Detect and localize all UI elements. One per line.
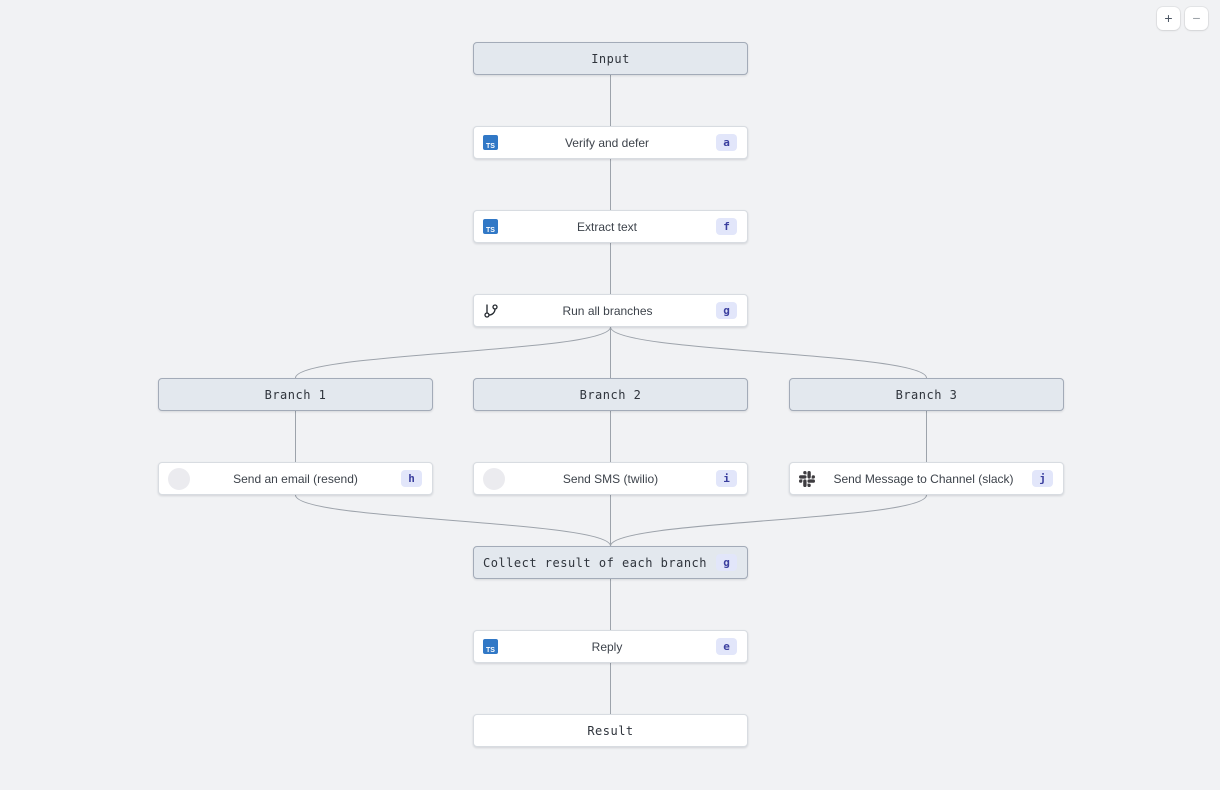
node-sms-label: Send SMS (twilio) <box>562 471 659 486</box>
node-slack-label: Send Message to Channel (slack) <box>833 471 1014 486</box>
git-branch-icon <box>483 303 499 319</box>
node-sms-badge: i <box>716 470 737 487</box>
node-reply-badge: e <box>716 638 737 655</box>
node-email-label: Send an email (resend) <box>233 471 358 486</box>
node-email-badge: h <box>401 470 422 487</box>
node-reply-label: Reply <box>591 639 623 654</box>
edge-run-branch1 <box>295 326 611 379</box>
node-result[interactable]: Result <box>473 714 748 747</box>
node-branch1-label: Branch 1 <box>264 387 327 402</box>
node-extract-label: Extract text <box>576 219 638 234</box>
node-branch-2[interactable]: Branch 2 <box>473 378 748 411</box>
node-collect-result[interactable]: Collect result of each branch g <box>473 546 748 579</box>
node-branch3-label: Branch 3 <box>895 387 958 402</box>
node-input[interactable]: Input <box>473 42 748 75</box>
node-extract-badge: f <box>716 218 737 235</box>
node-send-sms-twilio[interactable]: Send SMS (twilio) i <box>473 462 748 495</box>
zoom-in-button[interactable]: + <box>1157 7 1180 30</box>
node-collect-label: Collect result of each branch <box>482 555 707 570</box>
node-run-all-branches[interactable]: Run all branches g <box>473 294 748 327</box>
edge-run-branch3 <box>610 326 927 379</box>
typescript-icon: TS <box>483 135 498 150</box>
node-send-message-slack[interactable]: Send Message to Channel (slack) j <box>789 462 1064 495</box>
edge-email-collect <box>295 494 611 547</box>
typescript-icon: TS <box>483 639 498 654</box>
node-branch-3[interactable]: Branch 3 <box>789 378 1064 411</box>
node-input-label: Input <box>591 51 630 66</box>
edge-slack-collect <box>610 494 927 547</box>
node-branch2-label: Branch 2 <box>579 387 642 402</box>
zoom-controls: + − <box>1157 7 1208 30</box>
zoom-out-button[interactable]: − <box>1185 7 1208 30</box>
node-branch-1[interactable]: Branch 1 <box>158 378 433 411</box>
node-send-email-resend[interactable]: Send an email (resend) h <box>158 462 433 495</box>
node-run-badge: g <box>716 302 737 319</box>
twilio-icon <box>483 467 505 490</box>
node-run-label: Run all branches <box>562 303 653 318</box>
node-collect-badge: g <box>716 554 737 571</box>
node-verify-and-defer[interactable]: TS Verify and defer a <box>473 126 748 159</box>
node-slack-badge: j <box>1032 470 1053 487</box>
node-verify-label: Verify and defer <box>564 135 650 150</box>
node-reply[interactable]: TS Reply e <box>473 630 748 663</box>
node-result-label: Result <box>587 723 634 738</box>
typescript-icon: TS <box>483 219 498 234</box>
node-extract-text[interactable]: TS Extract text f <box>473 210 748 243</box>
edges <box>295 75 927 714</box>
slack-icon <box>799 470 815 487</box>
resend-icon <box>168 467 190 490</box>
node-verify-badge: a <box>716 134 737 151</box>
